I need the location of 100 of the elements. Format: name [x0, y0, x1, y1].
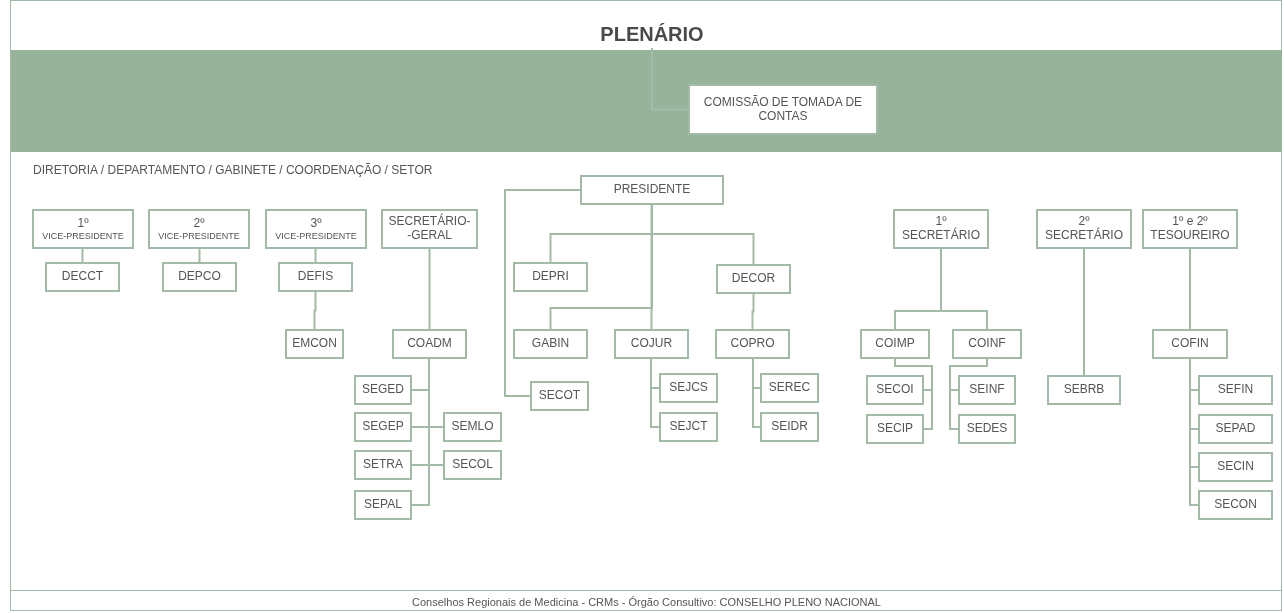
unit-name: SETRA: [363, 458, 403, 472]
org-unit-box: [162, 262, 237, 292]
connector-line: [313, 291, 317, 330]
connector-line: [81, 248, 84, 263]
org-unit-box: [1152, 329, 1228, 359]
unit-name: SEGEP: [362, 420, 404, 434]
unit-name: SEFIN: [1217, 383, 1254, 397]
org-unit-box: [265, 209, 367, 249]
org-unit-box: [1142, 209, 1238, 249]
org-unit-box: [392, 329, 467, 359]
org-unit-box: [148, 209, 250, 249]
unit-name: COJUR: [630, 337, 673, 351]
unit-name: SECOT: [538, 389, 581, 403]
connector-line: [651, 47, 689, 111]
org-unit-box: [952, 329, 1022, 359]
org-unit-box: [513, 329, 588, 359]
org-unit-box: [278, 262, 353, 292]
org-unit-box: [716, 264, 791, 294]
connector-line: [650, 204, 653, 330]
unit-name: SEJCT: [669, 420, 708, 434]
org-unit-box: [354, 375, 412, 405]
connector-line: [1189, 358, 1199, 506]
org-unit-box: [354, 450, 412, 480]
org-unit-box: [760, 412, 819, 442]
unit-name: SECRETÁRIO- -GERAL: [387, 215, 472, 243]
unit-name: SECON: [1214, 498, 1257, 512]
unit-name: SEGED: [362, 383, 404, 397]
unit-name: SEMLO: [451, 420, 494, 434]
unit-name: SECIN: [1217, 460, 1254, 474]
org-unit-box: [958, 375, 1016, 405]
org-unit-box: [958, 414, 1016, 444]
unit-name: 1º SECRETÁRIO: [901, 215, 981, 243]
unit-name: SEINF: [969, 383, 1005, 397]
org-unit-box: [1198, 414, 1273, 444]
level-legend-text: DIRETORIA / DEPARTAMENTO / GABINETE / COORDENAÇÃO / SETOR: [33, 163, 433, 177]
org-unit-box: [513, 262, 588, 292]
unit-name: 3º: [310, 216, 322, 231]
unit-name: EMCON: [292, 337, 337, 351]
connector-line: [751, 293, 755, 330]
connector-line: [428, 248, 431, 330]
org-unit-box: [1198, 490, 1273, 520]
org-unit-box: [659, 373, 718, 403]
org-unit-box: [1198, 375, 1273, 405]
connector-line: [1083, 248, 1085, 376]
unit-name: SEREC: [768, 381, 811, 395]
unit-name: COIMP: [875, 337, 915, 351]
connector-line: [198, 248, 201, 263]
org-unit-box: [45, 262, 120, 292]
unit-name: SECOI: [876, 383, 914, 397]
unit-name: COFIN: [1171, 337, 1209, 351]
connector-line: [894, 358, 933, 430]
connector-line: [949, 358, 988, 430]
unit-name: VICE-PRESIDENTE: [42, 230, 124, 242]
unit-name: VICE-PRESIDENTE: [275, 230, 357, 242]
org-unit-box: [893, 209, 989, 249]
connector-line: [1189, 248, 1191, 330]
org-unit-box: [354, 490, 412, 520]
org-unit-box: [354, 412, 412, 442]
unit-name: DECCT: [61, 270, 104, 284]
org-unit-box: [285, 329, 344, 359]
org-unit-box: [688, 84, 878, 135]
org-unit-box: [866, 414, 924, 444]
unit-name: DECOR: [731, 272, 776, 286]
unit-name: DEFIS: [297, 270, 334, 284]
org-unit-box: [381, 209, 478, 249]
title-text: PLENÁRIO: [600, 22, 704, 46]
unit-name: COINF: [968, 337, 1006, 351]
org-unit-box: [715, 329, 790, 359]
unit-name: PRESIDENTE: [613, 183, 691, 197]
unit-name: SEPAD: [1215, 422, 1256, 436]
unit-name: SECOL: [452, 458, 493, 472]
unit-name: SEJCS: [669, 381, 708, 395]
unit-name: GABIN: [531, 337, 570, 351]
org-unit-box: [659, 412, 718, 442]
connector-line: [650, 358, 660, 428]
unit-name: 1º: [77, 216, 89, 231]
unit-name: 2º SECRETÁRIO: [1044, 215, 1124, 243]
org-unit-box: [1036, 209, 1132, 249]
unit-name: SECIP: [877, 422, 913, 436]
unit-name: SEDES: [966, 422, 1008, 436]
org-unit-box: [1198, 452, 1273, 482]
org-unit-box: [443, 412, 502, 442]
org-unit-box: [760, 373, 819, 403]
connector-line: [940, 248, 988, 330]
org-unit-box: [866, 375, 924, 405]
unit-name: COADM: [407, 337, 452, 351]
unit-name: SEPAL: [364, 498, 402, 512]
connector-line: [504, 189, 581, 397]
org-unit-box: [530, 381, 589, 411]
org-unit-box: [580, 175, 724, 205]
org-unit-box: [32, 209, 134, 249]
unit-name: DEPRI: [532, 270, 569, 284]
unit-name: VICE-PRESIDENTE: [158, 230, 240, 242]
connector-line: [411, 358, 430, 506]
unit-name: COPRO: [730, 337, 775, 351]
connector-line: [752, 358, 761, 428]
footer-caption: Conselhos Regionais de Medicina - CRMs - Órgão Consultivo: CONSELHO PLENO NACIONAL: [411, 596, 882, 608]
unit-name: DEPCO: [178, 270, 221, 284]
org-unit-box: [1047, 375, 1121, 405]
org-unit-box: [443, 450, 502, 480]
